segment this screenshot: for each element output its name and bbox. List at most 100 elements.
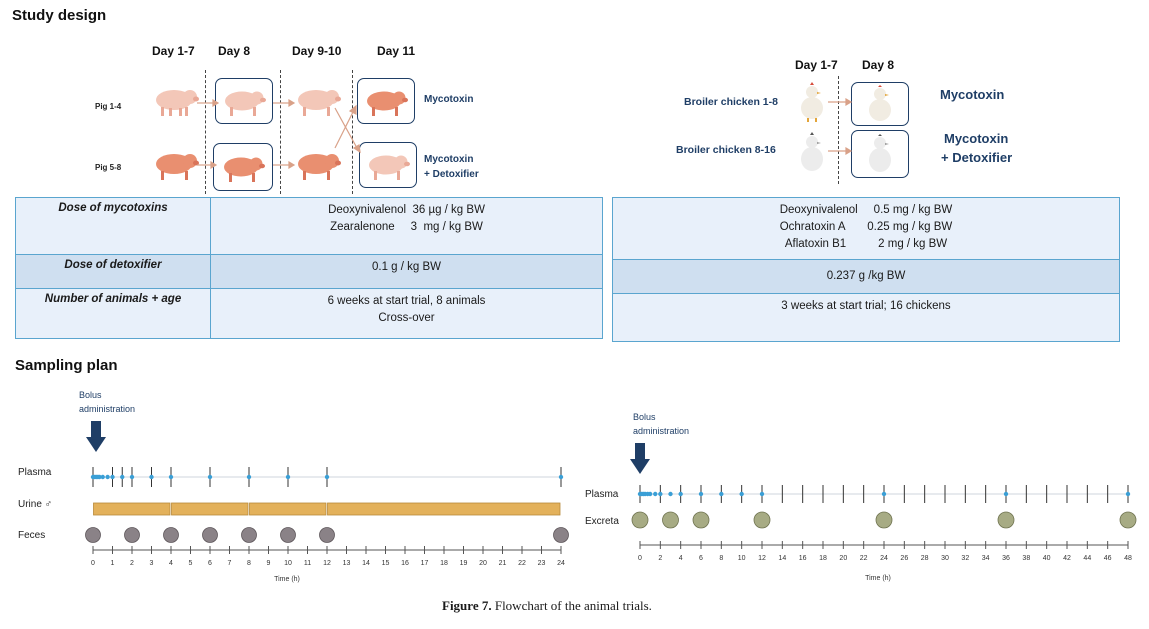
plasma-sample-point: [668, 491, 673, 497]
time-tick-label: 0: [638, 555, 642, 562]
plasma-sample-point: [719, 491, 724, 497]
plasma-sample-point: [324, 474, 330, 480]
plasma-sample-point: [739, 491, 744, 497]
time-tick-label: 20: [839, 555, 847, 562]
time-tick-label: 1: [111, 560, 115, 567]
time-tick-label: 5: [189, 560, 193, 567]
time-tick-label: 10: [738, 555, 746, 562]
time-tick-label: 24: [880, 555, 888, 562]
pig-icon: [225, 91, 266, 116]
plasma-sample-point: [105, 474, 110, 480]
pig-day-label: Day 9-10: [292, 44, 342, 58]
plasma-sample-point: [1125, 491, 1131, 497]
bolus-line: Bolus: [633, 412, 656, 422]
time-tick-label: 42: [1063, 555, 1071, 562]
feces-sample-point: [280, 527, 296, 543]
time-tick-label: 44: [1083, 555, 1091, 562]
plasma-sample-point: [759, 491, 765, 497]
time-tick-label: 16: [401, 560, 409, 567]
chicken-mycotoxin-dose: Deoxynivalenol 0.5 mg / kg BW Ochratoxin…: [612, 197, 1120, 260]
feces-sample-point: [163, 527, 179, 543]
chicken-icon: [801, 82, 823, 122]
time-tick-label: 0: [91, 560, 95, 567]
excreta-sample-point: [1119, 511, 1137, 529]
chicken-day-label: Day 8: [862, 58, 895, 72]
sample-row-label: Urine ♂: [18, 499, 53, 510]
dose-line: Ochratoxin A 0.25 mg / kg BW: [779, 221, 953, 233]
dose-line: Aflatoxin B1 2 mg / kg BW: [784, 238, 948, 250]
chicken-treatment-box: [851, 82, 909, 126]
caption-text: Flowchart of the animal trials.: [491, 598, 652, 613]
time-tick-label: 48: [1124, 555, 1132, 562]
bolus-line: administration: [633, 426, 690, 436]
pig-mycotoxin-dose: Deoxynivalenol 36 µg / kg BW Zearalenone…: [210, 197, 603, 255]
pig-day-label: Day 1-7: [152, 44, 195, 58]
excreta-sample-point: [662, 511, 679, 529]
time-tick-label: 38: [1022, 555, 1030, 562]
time-tick-label: 2: [658, 555, 662, 562]
pig-day-label: Day 8: [218, 44, 251, 58]
chicken-treatment-box: [851, 130, 909, 178]
plasma-sample-point: [97, 474, 102, 480]
pig-day-label: Day 11: [377, 44, 416, 58]
time-tick-label: 21: [499, 560, 507, 567]
excreta-sample-point: [753, 511, 771, 529]
dose-line: Deoxynivalenol 36 µg / kg BW: [328, 204, 485, 216]
bolus-arrow-icon: [86, 421, 106, 452]
time-tick-label: 15: [382, 560, 390, 567]
pig-group-label: Pig 5-8: [95, 163, 122, 172]
phase-divider: [280, 70, 281, 194]
time-tick-label: 9: [267, 560, 271, 567]
time-tick-label: 13: [343, 560, 351, 567]
feces-sample-point: [202, 527, 218, 543]
time-tick-label: 2: [130, 560, 134, 567]
plasma-sample-point: [100, 474, 105, 480]
time-tick-label: 6: [208, 560, 212, 567]
time-tick-label: 14: [362, 560, 370, 567]
plasma-sample-point: [558, 474, 564, 480]
treatment-label: Mycotoxin: [424, 154, 474, 165]
chicken-icon: [869, 85, 891, 121]
urine-collection-interval: [327, 502, 561, 516]
pig-group-label: Pig 1-4: [95, 102, 122, 111]
time-tick-label: 17: [421, 560, 429, 567]
chicken-animals: 3 weeks at start trial; 16 chickens: [612, 293, 1120, 342]
feces-sample-point: [85, 527, 101, 543]
pig-icon: [224, 157, 265, 182]
animals-line: 6 weeks at start trial, 8 animals: [327, 295, 486, 307]
time-tick-label: 3: [150, 560, 154, 567]
urine-collection-interval: [249, 502, 327, 516]
time-tick-label: 23: [538, 560, 546, 567]
chicken-detoxifier-dose: 0.237 g /kg BW: [612, 259, 1120, 294]
time-axis-label: Time (h): [274, 576, 300, 583]
excreta-sample-point: [631, 511, 649, 529]
dose-line: Zearalenone 3 mg / kg BW: [330, 221, 483, 233]
plasma-sample-point: [129, 474, 135, 480]
bolus-line: Bolus: [79, 390, 102, 400]
sample-row-label: Plasma: [18, 467, 52, 478]
time-tick-label: 16: [799, 555, 807, 562]
time-tick-label: 4: [679, 555, 683, 562]
plasma-sample-point: [207, 474, 213, 480]
phase-divider: [352, 70, 353, 194]
treatment-label: + Detoxifier: [424, 169, 479, 180]
feces-sample-point: [241, 527, 257, 543]
row-label-animals: Number of animals + age: [15, 288, 211, 339]
chicken-day-label: Day 1-7: [795, 58, 838, 72]
pig-treatment-box: [213, 143, 273, 191]
feces-sample-point: [319, 527, 335, 543]
plasma-sample-point: [653, 491, 658, 497]
flow-arrows: [197, 98, 361, 170]
bolus-arrow-icon: [630, 443, 650, 474]
time-tick-label: 8: [719, 555, 723, 562]
time-tick-label: 32: [961, 555, 969, 562]
treatment-label: + Detoxifier: [941, 150, 1013, 165]
time-tick-label: 18: [819, 555, 827, 562]
row-label-detoxifier: Dose of detoxifier: [15, 254, 211, 289]
caption-label: Figure 7.: [442, 598, 492, 613]
figure-caption: Figure 7. Flowchart of the animal trials…: [442, 598, 652, 614]
time-tick-label: 4: [169, 560, 173, 567]
animals-line: Cross-over: [378, 312, 435, 324]
row-label-mycotoxins: Dose of mycotoxins: [15, 197, 211, 255]
